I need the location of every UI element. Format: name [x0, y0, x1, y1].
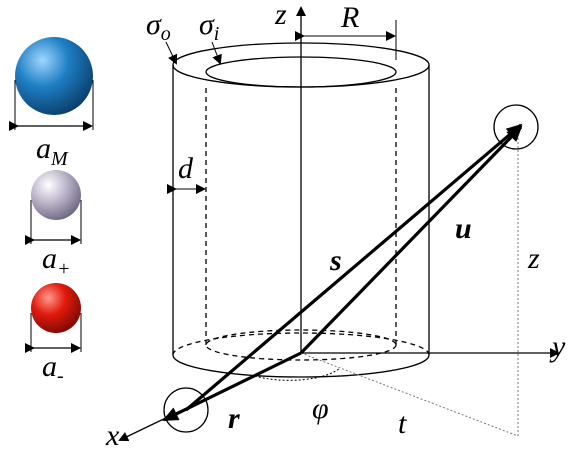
sigma-o-label: σo	[146, 8, 171, 45]
t-label: t	[398, 407, 407, 440]
ion-minus-sphere	[25, 283, 82, 353]
vector-u	[299, 125, 523, 355]
z-height-label: z	[527, 242, 540, 275]
ion-plus-sphere	[25, 170, 82, 245]
ion-M-sphere	[9, 37, 94, 131]
sigma-i-leader	[211, 41, 222, 65]
r-label: r	[228, 402, 240, 435]
a-M-label: aM	[36, 132, 69, 170]
phi-label: φ	[312, 392, 329, 425]
sigma-i-label: σi	[199, 8, 219, 45]
projection-lines	[300, 130, 519, 437]
u-label: u	[455, 212, 472, 245]
y-axis-label: y	[549, 330, 566, 363]
vector-s	[184, 123, 523, 412]
d-label: d	[178, 152, 194, 185]
point-circle-upper	[493, 104, 539, 150]
sigma-o-leader	[165, 41, 178, 65]
a-minus-label: a-	[42, 350, 64, 387]
R-label: R	[340, 1, 359, 34]
x-axis-label: x	[105, 419, 120, 448]
s-label: s	[329, 244, 342, 277]
a-plus-label: a+	[42, 242, 71, 280]
R-dimension	[295, 20, 397, 60]
z-axis-label: z	[274, 0, 287, 31]
phi-arc	[254, 367, 341, 381]
